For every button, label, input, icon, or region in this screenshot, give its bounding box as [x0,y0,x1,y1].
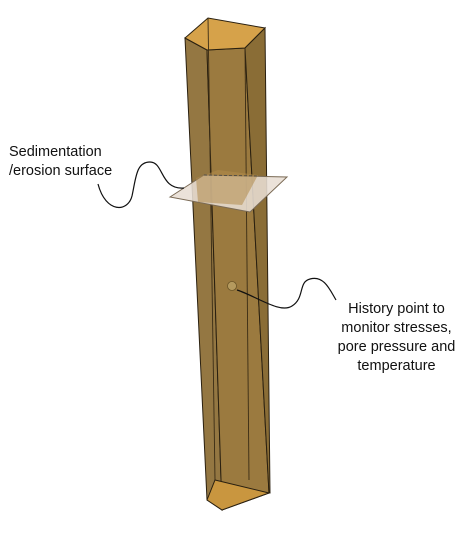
column-hidden-edge-1 [207,17,216,481]
history-point-label: History point to monitor stresses, pore … [334,300,459,376]
sedimentation-label-line-1: Sedimentation [9,144,102,160]
sedimentation-label-line-2: /erosion surface [9,163,113,179]
history-label-line-2: monitor stresses, [341,320,452,336]
history-label-line-3: pore pressure and [337,339,456,355]
leader-line-sedimentation [97,161,185,209]
plane-dashed-edge [203,174,259,177]
history-point-marker [227,281,237,291]
history-label-line-4: temperature [357,358,436,374]
sedimentation-surface-label: Sedimentation /erosion surface [9,143,112,181]
column-hidden-edge-2 [244,47,250,481]
history-label-line-1: History point to [348,301,445,317]
column-bottom-face [206,479,271,511]
column-through-plane [196,170,258,205]
leader-line-history-point [236,277,337,309]
